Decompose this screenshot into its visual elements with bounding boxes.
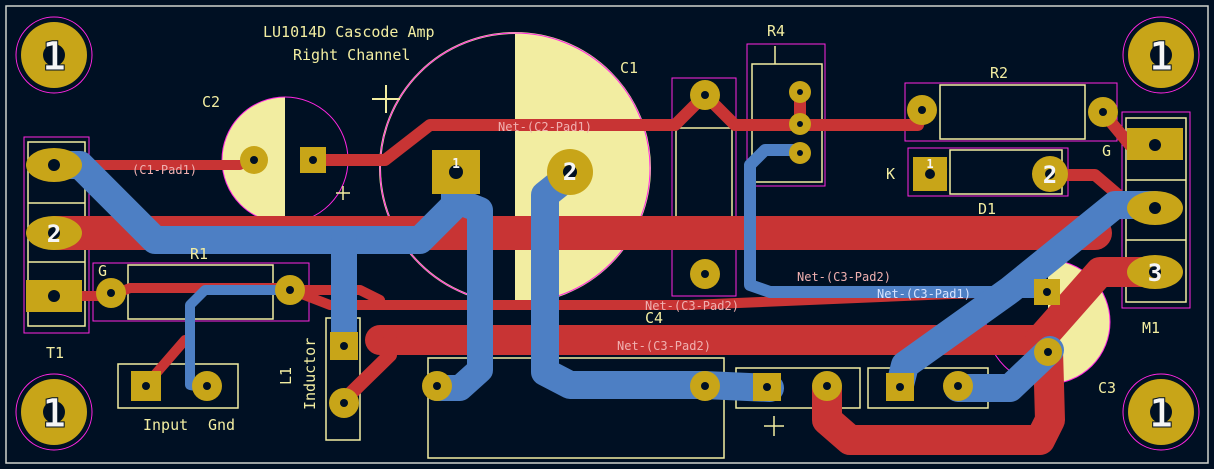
net-label-c1-pad1: (C1-Pad1) [132,163,197,177]
ref-c4: C4 [645,309,663,327]
pad-number-mount-tl: 1 [42,34,66,80]
pad-numbers: 1 1 1 1 [41,34,1173,438]
mount-hole-bl [21,379,87,445]
board-title-line1: LU1014D Cascode Amp [263,23,435,41]
net-label-c3-pad2-big: Net-(C3-Pad2) [617,339,711,353]
ref-g-m1: G [1102,142,1111,160]
board-title-line2: Right Channel [293,46,410,64]
ref-t1: T1 [46,344,64,362]
c1-body [372,32,651,304]
mount-hole-tr [1128,22,1194,88]
mount-hole-br [1128,379,1194,445]
pad-number-d1-2: 2 [1043,161,1057,189]
pad-number-mount-br: 1 [1149,391,1173,437]
net-label-c3-pad2-b: Net-(C3-Pad2) [645,299,739,313]
net-label-c3-pad1: Net-(C3-Pad1) [877,287,971,301]
ref-g-r1: G [98,262,107,280]
ref-c2: C2 [202,93,220,111]
pad-number-c1-1: 1 [452,157,460,172]
ref-r1: R1 [190,245,208,263]
mounting-hole-rings [15,16,1200,451]
board-edge [5,5,1209,464]
ref-r4: R4 [767,22,785,40]
ref-j1-input: Input [143,416,188,434]
pad-number-mount-bl: 1 [42,391,66,437]
ref-l1: L1 [277,367,295,385]
ref-j1-gnd: Gnd [208,416,235,434]
ref-c3: C3 [1098,379,1116,397]
pad-number-c1-2: 2 [563,158,577,186]
pad-numbers-small: 1 2 2 3 1 2 [47,157,1162,287]
pad-number-d1-1: 1 [926,157,933,171]
pad-number-m1-3: 3 [1148,259,1162,287]
pads [21,22,1194,445]
ref-k-d1: K [886,165,895,183]
ref-c1: C1 [620,59,638,77]
net-label-c2-pad1: Net-(C2-Pad1) [498,120,592,134]
ref-m1: M1 [1142,319,1160,337]
pad-number-mount-tr: 1 [1149,34,1173,80]
ref-l1-value: Inductor [301,338,319,410]
pad-number-t1-2: 2 [47,220,61,248]
ref-r2: R2 [990,64,1008,82]
net-label-c3-pad2-a: Net-(C3-Pad2) [797,270,891,284]
mount-hole-tl [21,22,87,88]
ref-d1: D1 [978,200,996,218]
